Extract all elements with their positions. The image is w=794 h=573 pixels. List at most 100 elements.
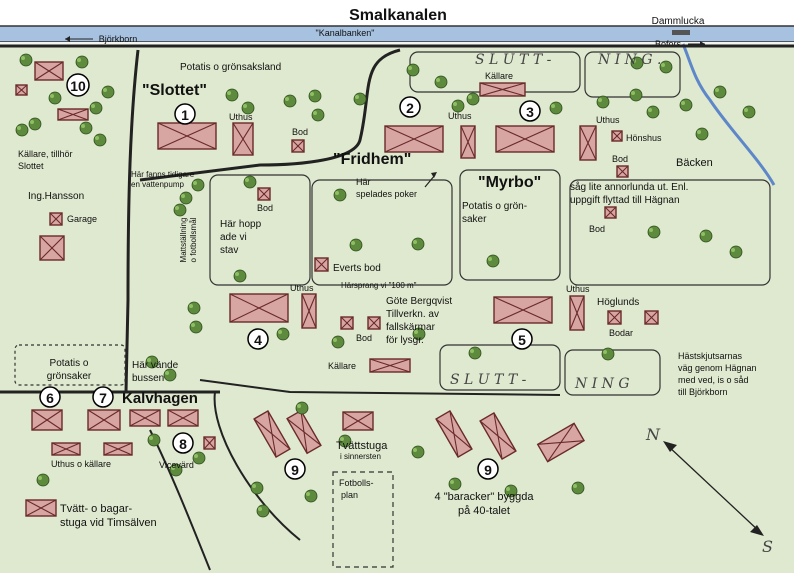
- building-tvatt-bagarstuga: [25, 499, 57, 517]
- sag-lite-label-1: såg lite annorlunda ut. Enl.: [570, 181, 688, 193]
- kallare-tillhor-label-2: Slottet: [18, 161, 44, 171]
- building-kalvhagen-a: [129, 409, 161, 427]
- mattstallning-label: Mattställning o fotbollsmål: [179, 217, 198, 262]
- marker-3: 3: [519, 100, 541, 122]
- compass: N S: [645, 425, 773, 556]
- block-slutt-bottom: [439, 344, 561, 391]
- fridhem-label: "Fridhem": [333, 151, 411, 168]
- kalvhagen-label: Kalvhagen: [122, 390, 198, 407]
- marker-4: 4: [247, 328, 269, 350]
- uthus-kallare-label: Uthus o källare: [51, 459, 111, 469]
- har-vande-label-1: Här vände: [132, 360, 179, 371]
- uthus-2-label: Uthus: [448, 111, 472, 121]
- bjorkborn-label: Björkborn: [99, 34, 138, 44]
- svg-text:7: 7: [99, 390, 107, 406]
- building-6: [31, 409, 63, 431]
- garage-label: Garage: [67, 214, 97, 224]
- marker-10: 10: [66, 73, 90, 97]
- kanalbanken-label: "Kanalbanken": [316, 28, 375, 38]
- compass-s-label: S: [762, 537, 773, 556]
- myrbo-label: "Myrbo": [478, 174, 541, 191]
- svg-text:2: 2: [406, 100, 414, 116]
- tvatt-bagar-label-1: Tvätt- o bagar-: [60, 503, 132, 515]
- svg-text:4: 4: [254, 332, 262, 348]
- svg-text:3: 3: [526, 104, 534, 120]
- uthus-3-label: Uthus: [596, 115, 620, 125]
- gote-label-4: för lysgr.: [386, 335, 424, 346]
- building-kallare-top: [479, 82, 526, 97]
- bod-east-label: Bod: [589, 224, 605, 234]
- harsprang-label: Härsprang vi "100 m": [341, 281, 417, 290]
- map-title: Smalkanalen: [349, 7, 447, 24]
- barrack-3: [435, 409, 473, 459]
- svg-text:8: 8: [179, 436, 187, 452]
- svg-text:6: 6: [46, 390, 54, 406]
- building-uthus-5: [569, 295, 585, 331]
- building-10: [34, 61, 64, 81]
- honshus-label: Hönshus: [626, 133, 662, 143]
- building-7: [87, 409, 121, 431]
- uthus-1-label: Uthus: [229, 112, 253, 122]
- building-kallare-bottom: [369, 358, 411, 373]
- road-south: [213, 391, 301, 541]
- uthus-5-label: Uthus: [566, 284, 590, 294]
- sag-lite-label-2: uppgift flyttad till Hägnan: [570, 195, 680, 206]
- building-10-small: [15, 84, 28, 96]
- baracker-label-2: på 40-talet: [458, 505, 510, 517]
- building-kalvhagen-b: [167, 409, 199, 427]
- building-slottet: [157, 122, 217, 150]
- marker-2: 2: [399, 96, 421, 118]
- road-lower-path: [199, 379, 561, 396]
- bofors-label: Bofors: [655, 39, 682, 49]
- building-kallare-slottet: [57, 108, 89, 121]
- building-uthus-kallare-a: [51, 442, 81, 456]
- building-myrbo: [495, 125, 555, 153]
- slutt-top-label: S L U T T -: [475, 52, 552, 68]
- tvatt-bagar-label-2: stuga vid Timsälven: [60, 517, 157, 529]
- building-honshus: [611, 130, 623, 142]
- svg-text:5: 5: [518, 332, 526, 348]
- pump-label-1: Här fanns tidigare: [131, 170, 195, 179]
- fotbollsplan-label-2: plan: [341, 490, 358, 500]
- building-moved: [536, 422, 586, 463]
- potatis-left-label-1: Potatis o: [50, 358, 89, 369]
- marker-9b: 9: [477, 458, 499, 480]
- building-bod-east: [604, 206, 617, 219]
- canal-water: [0, 26, 794, 42]
- block-everts: [311, 179, 453, 286]
- marker-9a: 9: [284, 458, 306, 480]
- backen-label: Bäcken: [676, 157, 713, 169]
- bod-1-label: Bod: [292, 127, 308, 137]
- barrack-4: [479, 411, 517, 461]
- building-garage: [49, 212, 63, 226]
- marker-8: 8: [172, 432, 194, 454]
- baracker-label-1: 4 "baracker" byggda: [435, 491, 535, 503]
- building-bod-1: [291, 139, 305, 153]
- fotbollsplan-label-1: Fotbolls-: [339, 478, 374, 488]
- barrack-2: [286, 409, 322, 455]
- everts-bod-label: Everts bod: [333, 263, 381, 274]
- vicevard-label: Vicevärd: [159, 460, 194, 470]
- building-uthus-3: [579, 125, 597, 161]
- building-uthus-4: [301, 293, 317, 329]
- building-everts-bod: [314, 257, 329, 272]
- svg-text:Mattställning: Mattställning: [179, 218, 188, 263]
- potatis-top-label: Potatis o grönsaksland: [180, 62, 281, 73]
- building-tvattstuga: [342, 411, 374, 431]
- svg-text:9: 9: [291, 462, 299, 478]
- building-uthus-2: [460, 125, 476, 159]
- svg-text:1: 1: [181, 107, 189, 123]
- building-hansson: [39, 235, 65, 261]
- hoglunds-label-2: Bodar: [609, 328, 633, 338]
- hastskjuts-label-2: väg genom Hägnan: [678, 363, 757, 373]
- building-bod-4b: [367, 316, 381, 330]
- block-hoglunds: [569, 179, 771, 286]
- sluice-gate: [672, 30, 690, 35]
- stream-backen: [681, 43, 776, 186]
- dammlucka-label: Dammlucka: [652, 16, 705, 27]
- block-center: [209, 174, 311, 286]
- kallare-bottom-label: Källare: [328, 361, 356, 371]
- slutt-bottom-label: S L U T T -: [450, 372, 527, 388]
- tvattstuga-sub-label: i sinnersten: [340, 452, 381, 461]
